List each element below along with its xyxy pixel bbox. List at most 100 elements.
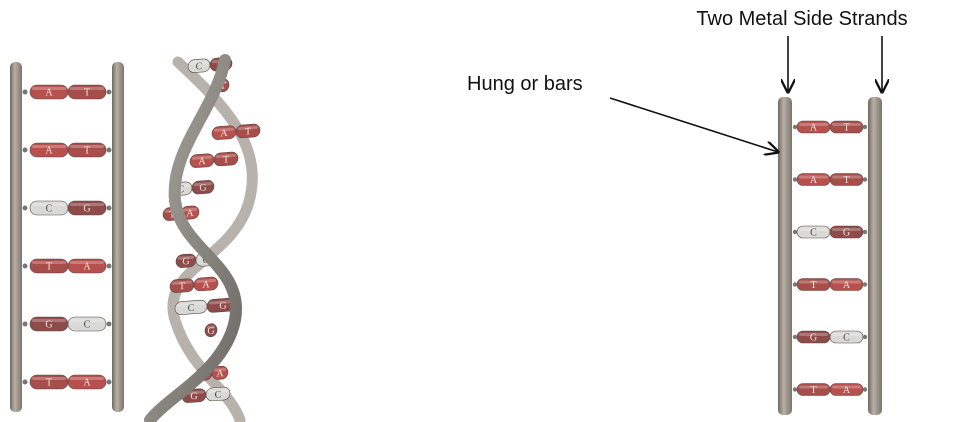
helix-base-letter: G <box>190 391 197 402</box>
helix-base-letter: C <box>196 61 203 72</box>
right-ladder-base-letter: A <box>843 280 851 291</box>
right-ladder-base-letter: A <box>843 385 851 396</box>
right-ladder-right-rail <box>868 97 882 415</box>
helix-base-letter: G <box>182 256 189 267</box>
right-ladder-base-right <box>829 383 864 396</box>
helix-strand-front <box>144 54 243 422</box>
helix-base-highlight <box>207 325 215 329</box>
helix-base-highlight <box>178 255 194 260</box>
helix-base-pair: G <box>204 323 218 338</box>
helix-base-letter: T <box>245 126 251 137</box>
rung-connector <box>792 177 798 182</box>
right-ladder-base-letter: A <box>810 175 818 186</box>
right-ladder-base-highlight <box>832 123 861 126</box>
left-ladder-base-letter: G <box>83 204 90 215</box>
rung-connector <box>106 263 112 269</box>
rung-connector <box>106 147 112 153</box>
left-ladder-base-highlight <box>70 377 104 380</box>
right-ladder-base-letter: G <box>843 228 850 239</box>
left-ladder-base-highlight <box>32 203 66 206</box>
helix-base-letter: A <box>186 208 194 220</box>
rung-connector <box>792 124 798 130</box>
helix-base-highlight <box>208 388 228 394</box>
left-ladder-base-highlight <box>32 377 66 380</box>
helix-base-highlight <box>192 155 212 160</box>
helix-base-letter: A <box>202 279 210 291</box>
left-ladder-base-highlight <box>70 87 104 90</box>
right-ladder-base-letter: T <box>810 280 816 291</box>
rungs-arrow <box>609 97 778 152</box>
left-ladder-base-highlight <box>70 203 104 206</box>
helix-base-letter: A <box>216 368 224 380</box>
helix-base-letter: C <box>215 389 222 400</box>
helix-base-right <box>204 323 218 338</box>
helix-base-highlight <box>177 302 205 307</box>
left-ladder-base-right <box>67 258 107 274</box>
right-ladder-base-highlight <box>799 123 828 126</box>
right-ladder-base-letter: T <box>810 385 816 396</box>
side-strands-label: Two Metal Side Strands <box>696 8 907 30</box>
left-ladder-base-letter: T <box>46 378 52 389</box>
rung-connector <box>862 387 868 392</box>
helix-base-highlight <box>194 182 212 187</box>
helix-base-right <box>191 180 215 195</box>
helix-base-highlight <box>214 368 226 372</box>
left-ladder-base-right <box>67 374 107 390</box>
left-ladder-base-letter: T <box>84 88 90 99</box>
rung-connector <box>792 229 798 235</box>
right-ladder-base-right <box>829 225 864 239</box>
right-ladder-base-highlight <box>799 385 828 389</box>
right-ladder-base-letter: T <box>843 123 849 134</box>
helix-base-letter: G <box>199 182 206 193</box>
rung-connector <box>862 177 868 182</box>
helix-base-letter: C <box>188 303 195 314</box>
left-ladder-base-highlight <box>70 145 104 148</box>
left-ladder-base-letter: A <box>45 146 53 157</box>
helix-base-right <box>193 276 219 292</box>
helix-base-right <box>213 151 239 167</box>
right-ladder-base-highlight <box>832 175 861 179</box>
right-ladder-base-letter: A <box>810 123 818 134</box>
rung-connector <box>106 89 112 95</box>
right-ladder-base-highlight <box>832 385 861 389</box>
left-ladder-base-highlight <box>70 319 104 322</box>
left-ladder-base-letter: A <box>83 262 91 273</box>
left-ladder-base-right <box>67 84 107 100</box>
left-ladder-base-right <box>67 142 107 158</box>
right-ladder-base-right <box>829 330 864 344</box>
left-ladder-base-letter: T <box>46 262 52 273</box>
rung-connector <box>862 282 868 287</box>
helix-base-highlight <box>238 125 258 131</box>
helix-base-right <box>205 386 231 402</box>
rung-connector <box>106 321 112 327</box>
left-ladder-base-letter: C <box>84 320 91 331</box>
helix-base-letter: A <box>220 128 228 140</box>
helix-base-letter: C <box>178 184 185 195</box>
left-ladder-base-letter: A <box>83 378 91 389</box>
left-ladder-base-letter: A <box>45 88 53 99</box>
left-ladder-base-right <box>67 316 107 332</box>
helix-base-letter: A <box>198 156 206 168</box>
helix-base-letter: G <box>207 325 214 336</box>
rung-connector <box>862 229 868 235</box>
left-ladder-base-highlight <box>32 87 66 90</box>
left-ladder-base-right <box>67 200 107 216</box>
right-ladder-base-highlight <box>799 333 828 336</box>
right-ladder-base-right <box>829 278 864 291</box>
right-ladder-base-letter: C <box>843 333 850 344</box>
left-ladder-base-letter: C <box>46 204 53 215</box>
left-ladder-base-letter: T <box>84 146 90 157</box>
rung-connector <box>792 387 798 392</box>
right-ladder-base-right <box>829 120 864 134</box>
rung-connector <box>106 379 112 385</box>
